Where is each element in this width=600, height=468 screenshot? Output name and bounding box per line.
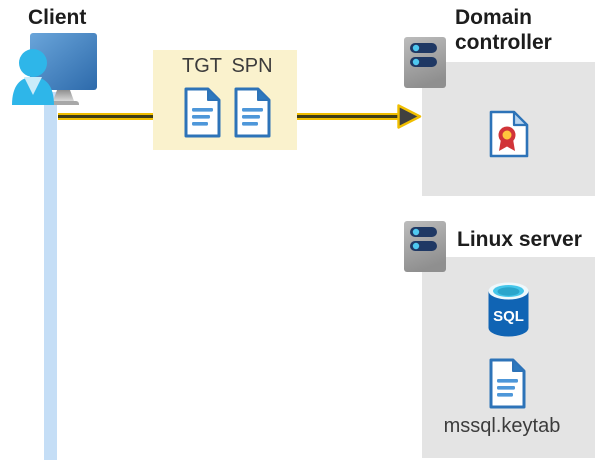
ticket-box <box>153 50 297 150</box>
certificate-icon <box>489 110 529 158</box>
tgt-document-icon <box>184 87 221 138</box>
keytab-filename: mssql.keytab <box>443 415 561 437</box>
keytab-document-icon <box>489 358 526 409</box>
sql-database-icon: SQL <box>488 282 529 337</box>
linux-server-icon <box>404 221 446 272</box>
domain-controller-server-icon <box>404 37 446 88</box>
monitor-user-icon <box>12 33 97 105</box>
arrow-head-icon <box>397 104 422 129</box>
domain-controller-title: Domain controller <box>455 6 552 54</box>
tgt-label: TGT <box>182 55 222 77</box>
sql-icon-label: SQL <box>493 308 524 325</box>
linux-server-title: Linux server <box>457 228 582 251</box>
spn-document-icon <box>234 87 271 138</box>
client-connection-line <box>44 92 57 460</box>
client-title: Client <box>28 6 87 29</box>
spn-label: SPN <box>231 55 273 77</box>
